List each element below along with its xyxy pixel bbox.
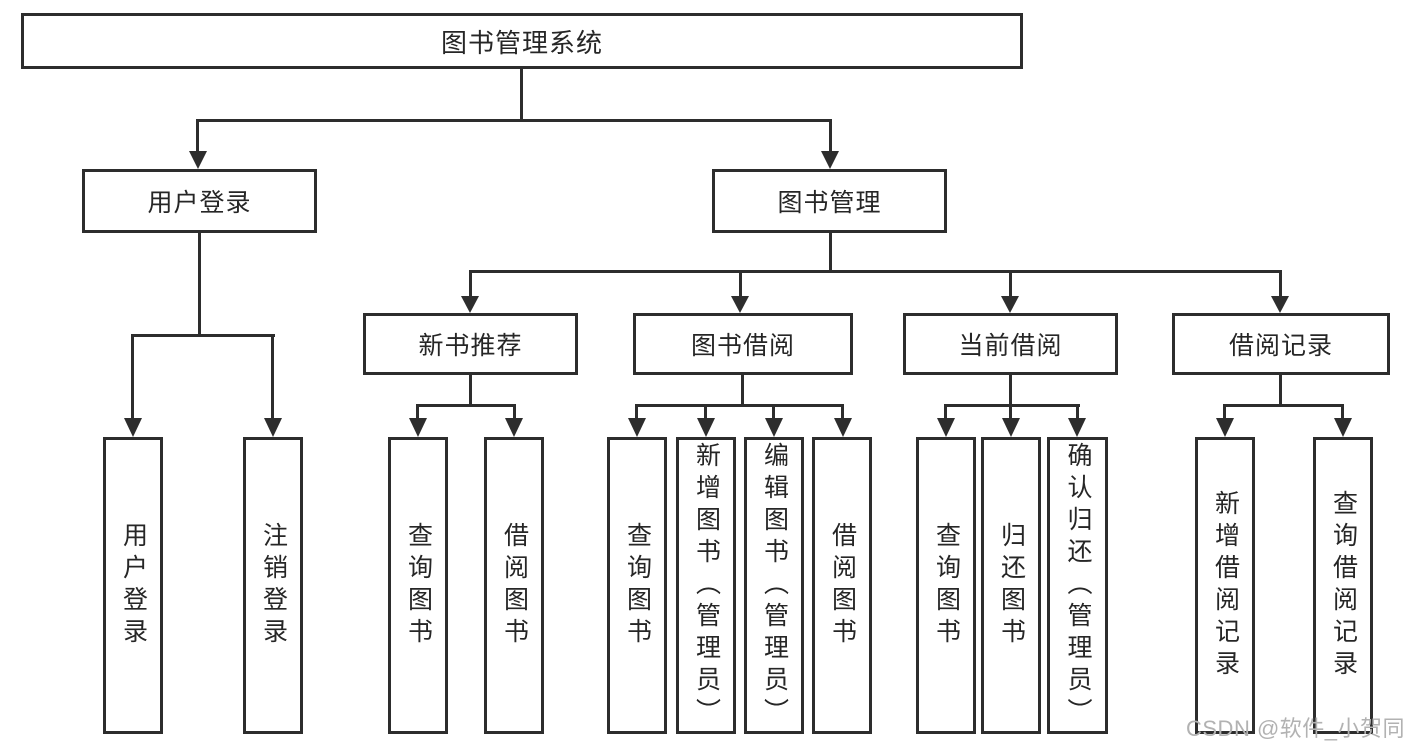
connector-line (772, 404, 775, 419)
leaf-current-return-books: 归还图书 (981, 437, 1041, 734)
arrow-down-icon (189, 151, 207, 169)
node-borrowing-records: 借阅记录 (1172, 313, 1390, 375)
arrow-down-icon (461, 296, 479, 313)
arrow-down-icon (628, 418, 646, 437)
leaf-logout-login: 注销登录 (243, 437, 303, 734)
connector-line (635, 404, 844, 407)
arrow-down-icon (834, 418, 852, 437)
connector-line (1279, 375, 1282, 407)
leaf-current-query-books: 查询图书 (916, 437, 976, 734)
arrow-down-icon (1334, 418, 1352, 437)
arrow-down-icon (264, 418, 282, 437)
watermark: CSDN @软件_小贺同学 (1186, 716, 1405, 741)
connector-line (841, 404, 844, 419)
arrow-down-icon (937, 418, 955, 437)
connector-line (1009, 375, 1012, 407)
leaf-recommend-query-books: 查询图书 (388, 437, 448, 734)
connector-line (704, 404, 707, 419)
arrow-down-icon (765, 418, 783, 437)
connector-line (829, 119, 832, 153)
connector-line (469, 375, 472, 407)
arrow-down-icon (731, 296, 749, 313)
node-book-borrowing: 图书借阅 (633, 313, 853, 375)
connector-line (1223, 404, 1344, 407)
leaf-recommend-borrow-books: 借阅图书 (484, 437, 544, 734)
connector-line (271, 334, 274, 418)
connector-line (635, 404, 638, 419)
connector-line (416, 404, 516, 407)
connector-line (1279, 270, 1282, 297)
connector-line (1223, 404, 1226, 419)
arrow-down-icon (505, 418, 523, 437)
leaf-borrowing-query-books: 查询图书 (607, 437, 667, 734)
arrow-down-icon (1002, 418, 1020, 437)
leaf-borrowing-add-books-admin: 新增图书（管理员） (676, 437, 736, 734)
arrow-down-icon (124, 418, 142, 437)
node-library-management-system: 图书管理系统 (21, 13, 1023, 69)
connector-line (741, 375, 744, 407)
connector-line (513, 404, 516, 419)
leaf-current-confirm-return-admin: 确认归还（管理员） (1047, 437, 1108, 734)
connector-line (131, 334, 134, 418)
leaf-borrowing-edit-books-admin: 编辑图书（管理员） (744, 437, 804, 734)
arrow-down-icon (697, 418, 715, 437)
connector-line (944, 404, 1080, 407)
connector-line (520, 69, 523, 122)
node-new-book-recommend: 新书推荐 (363, 313, 578, 375)
connector-line (1009, 270, 1012, 297)
arrow-down-icon (409, 418, 427, 437)
leaf-records-add-record: 新增借阅记录 (1195, 437, 1255, 734)
node-book-management: 图书管理 (712, 169, 947, 233)
connector-line (944, 404, 947, 419)
connector-line (469, 270, 472, 297)
arrow-down-icon (1216, 418, 1234, 437)
connector-line (416, 404, 419, 419)
leaf-records-query-record: 查询借阅记录 (1313, 437, 1373, 734)
node-current-borrowing: 当前借阅 (903, 313, 1118, 375)
connector-line (1341, 404, 1344, 419)
connector-line (1009, 404, 1012, 419)
connector-line (739, 270, 742, 297)
connector-line (131, 334, 275, 337)
connector-line (196, 119, 832, 122)
arrow-down-icon (1001, 296, 1019, 313)
connector-line (829, 233, 832, 273)
node-user-login: 用户登录 (82, 169, 317, 233)
connector-line (198, 233, 201, 337)
arrow-down-icon (1271, 296, 1289, 313)
leaf-user-login: 用户登录 (103, 437, 163, 734)
arrow-down-icon (1068, 418, 1086, 437)
connector-line (469, 270, 1282, 273)
connector-line (1076, 404, 1079, 419)
connector-line (196, 119, 199, 153)
arrow-down-icon (821, 151, 839, 169)
leaf-borrowing-borrow-books: 借阅图书 (812, 437, 872, 734)
